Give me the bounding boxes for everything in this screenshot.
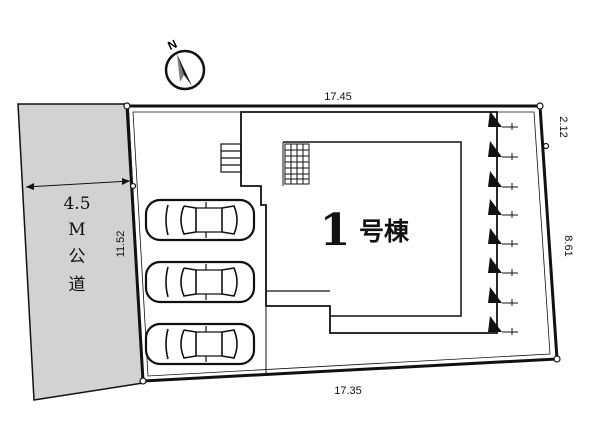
dimension-right-lower: 8.61 bbox=[562, 235, 574, 256]
dimension-bottom: 17.35 bbox=[334, 385, 362, 397]
north-arrow-icon bbox=[164, 49, 206, 91]
dimension-top: 17.45 bbox=[324, 91, 352, 103]
corner-marker bbox=[553, 355, 561, 363]
building-number: 1 bbox=[320, 205, 351, 256]
road-width-arrow bbox=[25, 178, 131, 190]
tree-icon bbox=[488, 228, 518, 247]
grid-tiles bbox=[284, 143, 310, 185]
corner-marker bbox=[139, 377, 147, 385]
tree-icon bbox=[488, 316, 518, 335]
road-width-value: 4.5 bbox=[63, 194, 90, 214]
dimension-right-upper: 2.12 bbox=[557, 116, 569, 137]
corner-marker bbox=[129, 182, 137, 190]
tree-icon bbox=[488, 141, 518, 160]
car-icon bbox=[144, 260, 256, 304]
tree-row bbox=[488, 111, 518, 335]
compass-label: N bbox=[165, 37, 179, 53]
car-icon bbox=[144, 198, 256, 242]
tree-icon bbox=[488, 257, 518, 276]
tree-icon bbox=[488, 287, 518, 306]
entry-steps bbox=[220, 143, 242, 173]
road-width-unit: M bbox=[68, 220, 85, 240]
corner-marker bbox=[536, 102, 544, 110]
building-label: 号棟 bbox=[359, 217, 410, 246]
building-inner-wall bbox=[283, 141, 462, 317]
tree-icon bbox=[488, 171, 518, 190]
road-name-char-1: 公 bbox=[69, 247, 86, 267]
road-name-char-2: 道 bbox=[69, 275, 86, 295]
tree-icon bbox=[488, 199, 518, 218]
tree-icon bbox=[488, 111, 518, 130]
car-icon bbox=[144, 322, 256, 366]
parking-area bbox=[144, 198, 256, 366]
corner-marker bbox=[123, 102, 131, 110]
corner-marker bbox=[542, 142, 550, 150]
dimension-left: 11.52 bbox=[115, 231, 127, 258]
